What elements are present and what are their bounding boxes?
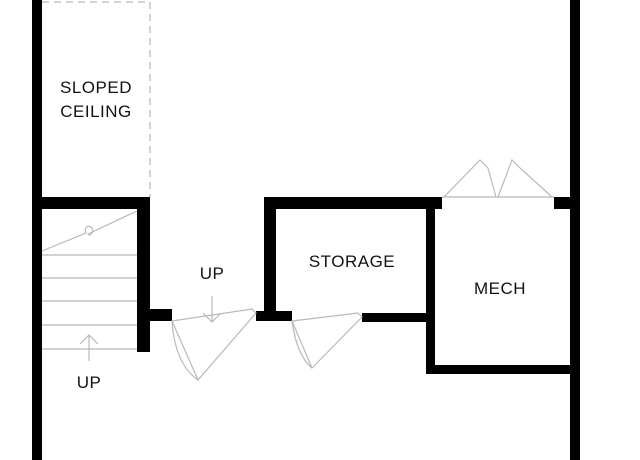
up-arrow-hall-icon <box>202 296 222 323</box>
sloped-ceiling-label: SLOPED CEILING <box>46 76 146 124</box>
walls <box>32 0 580 460</box>
wall-storage-door-stub <box>256 311 292 321</box>
sloped-ceiling-line2: CEILING <box>60 102 132 121</box>
wall-stair-top <box>42 197 150 209</box>
wall-mech-left <box>426 197 435 374</box>
sloped-ceiling-line1: SLOPED <box>60 78 132 97</box>
storage-label: STORAGE <box>308 252 396 271</box>
mech-bifold-doors <box>442 158 554 198</box>
wall-right-exterior <box>570 0 580 460</box>
stairs <box>41 210 138 350</box>
wall-mech-bottom <box>426 365 580 374</box>
up-label-stairs: UP <box>76 373 102 392</box>
wall-hall-stub-left <box>150 309 172 321</box>
up-label-hall: UP <box>199 264 225 283</box>
wall-storage-bottom <box>362 313 428 322</box>
wall-mech-top-right <box>554 197 580 209</box>
storage-door-swing <box>291 312 363 370</box>
sloped-ceiling-outline <box>42 1 151 197</box>
hall-door-swing <box>171 308 257 382</box>
wall-left-exterior <box>32 0 42 460</box>
wall-storage-top <box>264 197 442 209</box>
up-arrow-stairs-icon <box>79 334 99 361</box>
wall-stair-right <box>137 197 150 352</box>
wall-storage-left <box>264 197 276 321</box>
mech-label: MECH <box>473 279 527 298</box>
